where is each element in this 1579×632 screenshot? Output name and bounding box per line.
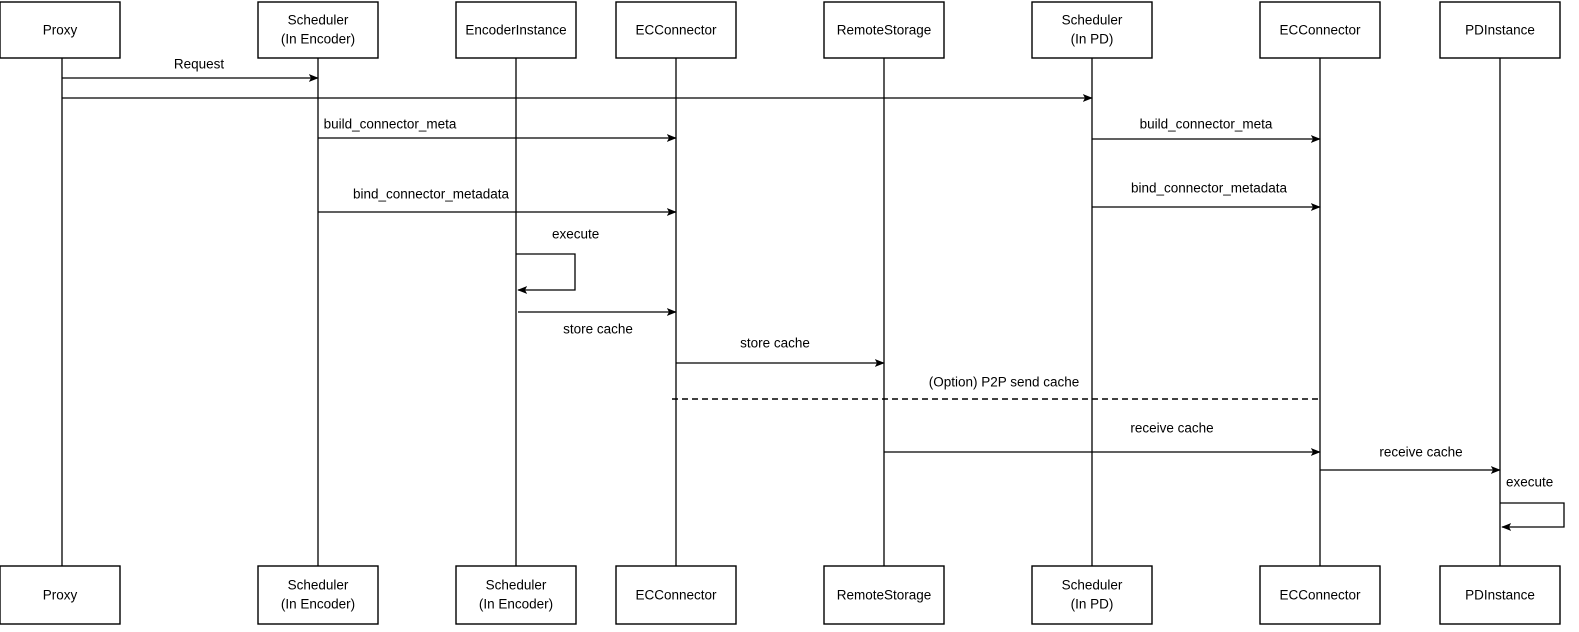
bottom-participant-label-pd-instance: PDInstance (1465, 588, 1535, 603)
top-participant-label-ec-connector-encoder: ECConnector (635, 23, 717, 38)
message-msg-store-cache-encoder[interactable]: store cache (518, 308, 677, 337)
messages-layer: Request build_connector_meta build_connect… (62, 57, 1565, 531)
lifelines-layer (61, 58, 1501, 566)
top-participant-box-remote-storage[interactable] (823, 1, 945, 59)
message-msg-bind-connector-metadata-encoder[interactable]: bind_connector_metadata (318, 187, 677, 216)
bottom-participant-label-encoder-instance-line1: Scheduler (486, 578, 547, 593)
message-label-msg-store-cache-remote: store cache (740, 336, 810, 351)
bottom-participant-box-ec-connector-pd[interactable] (1259, 565, 1381, 625)
top-participant-boxes: Proxy Scheduler (In Encoder) EncoderInstanc… (0, 1, 1561, 59)
message-label-msg-p2p-send-cache: (Option) P2P send cache (929, 375, 1080, 390)
message-msg-execute-encoder[interactable]: execute (516, 227, 599, 294)
top-participant-label-encoder-instance: EncoderInstance (465, 23, 566, 38)
message-msg-build-connector-meta-encoder[interactable]: build_connector_meta (318, 117, 677, 142)
top-participant-label-pd-instance: PDInstance (1465, 23, 1535, 38)
bottom-participant-box-remote-storage[interactable] (823, 565, 945, 625)
message-msg-store-cache-remote[interactable]: store cache (676, 336, 885, 367)
bottom-participant-box-scheduler-in-encoder[interactable] (257, 565, 379, 625)
top-participant-box-scheduler-in-encoder[interactable] (257, 1, 379, 59)
message-label-msg-execute-pd: execute (1506, 475, 1553, 490)
top-participant-box-encoder-instance[interactable] (455, 1, 577, 59)
message-label-msg-build-connector-meta-encoder: build_connector_meta (324, 117, 457, 132)
top-participant-label-scheduler-in-pd-line1: Scheduler (1062, 13, 1123, 28)
message-label-msg-receive-cache-pd: receive cache (1379, 445, 1462, 460)
message-msg-receive-cache-pd[interactable]: receive cache (1320, 445, 1501, 474)
self-loop-path-msg-execute-encoder (516, 253, 576, 294)
top-participant-ec-connector-pd[interactable]: ECConnector (1259, 1, 1381, 59)
message-msg-p2p-send-cache[interactable]: (Option) P2P send cache (672, 375, 1322, 400)
top-participant-box-scheduler-in-pd[interactable] (1031, 1, 1153, 59)
message-label-msg-store-cache-encoder: store cache (563, 322, 633, 337)
message-label-msg-build-connector-meta-pd: build_connector_meta (1140, 117, 1273, 132)
bottom-participant-label-scheduler-in-pd-line1: Scheduler (1062, 578, 1123, 593)
bottom-participant-label-proxy: Proxy (43, 588, 78, 603)
top-participant-box-pd-instance[interactable] (1439, 1, 1561, 59)
top-participant-label-proxy: Proxy (43, 23, 78, 38)
message-msg-execute-pd[interactable]: execute (1500, 475, 1565, 531)
message-label-msg-bind-connector-metadata-pd: bind_connector_metadata (1131, 181, 1288, 196)
top-participant-label-remote-storage: RemoteStorage (837, 23, 932, 38)
message-msg-receive-cache-connector[interactable]: receive cache (884, 421, 1321, 456)
bottom-participant-ec-connector-encoder[interactable]: ECConnector (615, 565, 737, 625)
message-label-msg-receive-cache-connector: receive cache (1130, 421, 1213, 436)
bottom-participant-ec-connector-pd[interactable]: ECConnector (1259, 565, 1381, 625)
top-participant-box-ec-connector-encoder[interactable] (615, 1, 737, 59)
message-label-msg-bind-connector-metadata-encoder: bind_connector_metadata (353, 187, 510, 202)
top-participant-scheduler-in-encoder[interactable]: Scheduler (In Encoder) (257, 1, 379, 59)
top-participant-ec-connector-encoder[interactable]: ECConnector (615, 1, 737, 59)
message-label-msg-request: Request (174, 57, 225, 72)
bottom-participant-scheduler-in-pd[interactable]: Scheduler (In PD) (1031, 565, 1153, 625)
bottom-participant-pd-instance[interactable]: PDInstance (1439, 565, 1561, 625)
bottom-participant-remote-storage[interactable]: RemoteStorage (823, 565, 945, 625)
top-participant-remote-storage[interactable]: RemoteStorage (823, 1, 945, 59)
bottom-participant-box-proxy[interactable] (0, 565, 121, 625)
bottom-participant-label-scheduler-in-encoder-line2: (In Encoder) (281, 597, 355, 612)
bottom-participant-box-scheduler-in-pd[interactable] (1031, 565, 1153, 625)
message-label-msg-execute-encoder: execute (552, 227, 599, 242)
top-participant-label-scheduler-in-encoder-line1: Scheduler (288, 13, 349, 28)
top-participant-encoder-instance[interactable]: EncoderInstance (455, 1, 577, 59)
top-participant-scheduler-in-pd[interactable]: Scheduler (In PD) (1031, 1, 1153, 59)
bottom-participant-label-scheduler-in-encoder-line1: Scheduler (288, 578, 349, 593)
top-participant-label-scheduler-in-encoder-line2: (In Encoder) (281, 32, 355, 47)
bottom-participant-label-scheduler-in-pd-line2: (In PD) (1071, 597, 1114, 612)
bottom-participant-box-pd-instance[interactable] (1439, 565, 1561, 625)
bottom-participant-encoder-instance[interactable]: Scheduler (In Encoder) (455, 565, 577, 625)
message-msg-build-connector-meta-pd[interactable]: build_connector_meta (1092, 117, 1321, 143)
bottom-participant-label-encoder-instance-line2: (In Encoder) (479, 597, 553, 612)
bottom-participant-scheduler-in-encoder[interactable]: Scheduler (In Encoder) (257, 565, 379, 625)
bottom-participant-box-ec-connector-encoder[interactable] (615, 565, 737, 625)
bottom-participant-label-ec-connector-pd: ECConnector (1279, 588, 1361, 603)
bottom-participant-proxy[interactable]: Proxy (0, 565, 121, 625)
bottom-participant-label-ec-connector-encoder: ECConnector (635, 588, 717, 603)
top-participant-box-ec-connector-pd[interactable] (1259, 1, 1381, 59)
top-participant-label-scheduler-in-pd-line2: (In PD) (1071, 32, 1114, 47)
message-msg-request[interactable]: Request (62, 57, 319, 82)
bottom-participant-box-encoder-instance[interactable] (455, 565, 577, 625)
bottom-participant-boxes: Proxy Scheduler (In Encoder) Scheduler (In E… (0, 565, 1561, 625)
top-participant-box-proxy[interactable] (0, 1, 121, 59)
top-participant-label-ec-connector-pd: ECConnector (1279, 23, 1361, 38)
self-loop-path-msg-execute-pd (1500, 502, 1565, 531)
message-msg-bind-connector-metadata-pd[interactable]: bind_connector_metadata (1092, 181, 1321, 211)
top-participant-proxy[interactable]: Proxy (0, 1, 121, 59)
top-participant-pd-instance[interactable]: PDInstance (1439, 1, 1561, 59)
bottom-participant-label-remote-storage: RemoteStorage (837, 588, 932, 603)
